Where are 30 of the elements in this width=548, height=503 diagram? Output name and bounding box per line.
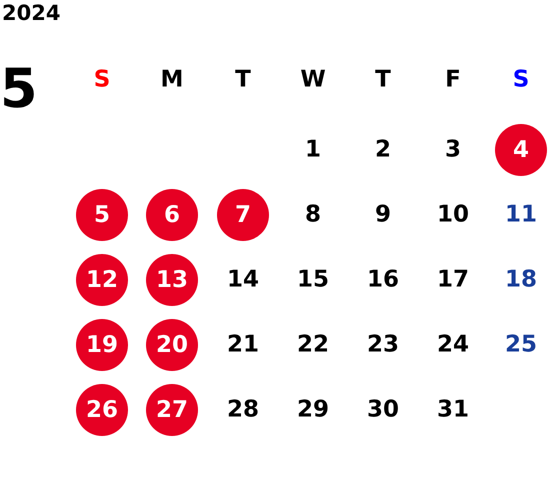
day-number: 21 (227, 334, 259, 356)
day-number: 22 (297, 334, 329, 356)
weekday-header: W (300, 68, 326, 92)
day-number: 25 (505, 334, 537, 356)
day-number: 28 (227, 398, 259, 422)
month-number: 5 (0, 62, 38, 116)
day-number: 29 (297, 398, 329, 422)
weekday-header: T (235, 68, 251, 92)
day-number: 15 (297, 268, 329, 292)
day-number: 8 (305, 204, 321, 226)
day-number: 14 (227, 268, 259, 292)
day-number: 9 (375, 204, 391, 226)
day-number: 2 (375, 138, 391, 162)
weekday-header: S (512, 68, 530, 92)
year-heading: 2024 (2, 3, 60, 24)
day-number: 31 (437, 398, 469, 422)
day-number: 16 (367, 268, 399, 292)
day-number: 30 (367, 398, 399, 422)
weekday-header: M (160, 68, 184, 92)
weekday-header: S (94, 68, 110, 92)
day-number: 10 (437, 204, 469, 226)
day-number: 11 (505, 204, 537, 226)
day-number: 24 (437, 334, 469, 356)
day-number: 18 (505, 268, 537, 292)
day-number: 1 (305, 138, 321, 162)
day-number: 17 (437, 268, 469, 292)
weekday-header: F (445, 68, 461, 92)
day-number: 3 (445, 138, 461, 162)
day-number: 23 (367, 334, 399, 356)
weekday-header: T (375, 68, 391, 92)
